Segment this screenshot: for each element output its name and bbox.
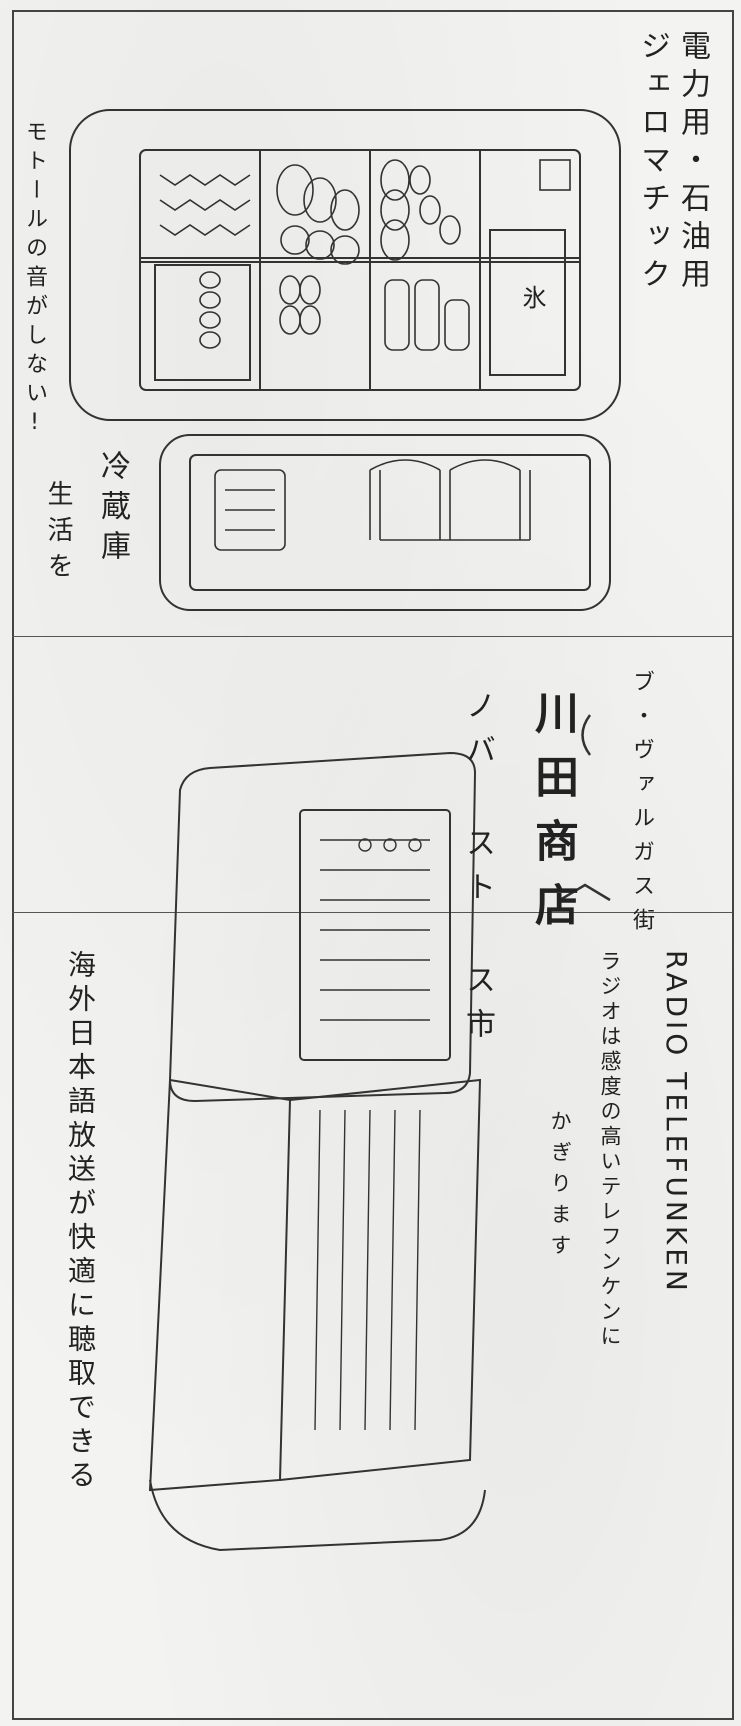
store-suffix: ノバ スト ス市 bbox=[460, 690, 495, 1052]
fridge-line2: ジェロマチック bbox=[635, 30, 670, 296]
radio-brand: RADIO TELEFUNKEN bbox=[660, 950, 693, 1295]
store-location: ブ・ヴァルガス街 bbox=[629, 670, 654, 942]
store-name: 川田商店 bbox=[527, 690, 578, 946]
fridge-tagline2: 生活を bbox=[43, 480, 73, 588]
store-name-brackets bbox=[559, 714, 611, 902]
page-border bbox=[12, 10, 734, 1720]
ice-compartment-label: 氷 bbox=[518, 285, 546, 309]
fridge-line3: モトールの音がしない! bbox=[22, 120, 47, 442]
section-divider-1 bbox=[12, 636, 732, 637]
fridge-tagline1: 冷蔵庫 bbox=[95, 450, 130, 570]
fridge-line1: 電力用・石油用 bbox=[675, 30, 710, 296]
radio-line1: ラジオは感度の高いテレフンケンに bbox=[598, 950, 622, 1350]
section-divider-2 bbox=[12, 912, 732, 913]
radio-line3: 海外日本語放送が快適に聴取できる bbox=[64, 950, 97, 1494]
radio-illustration bbox=[148, 751, 486, 1552]
radio-line2: かぎります bbox=[548, 1110, 572, 1265]
refrigerator-illustration bbox=[69, 109, 621, 611]
